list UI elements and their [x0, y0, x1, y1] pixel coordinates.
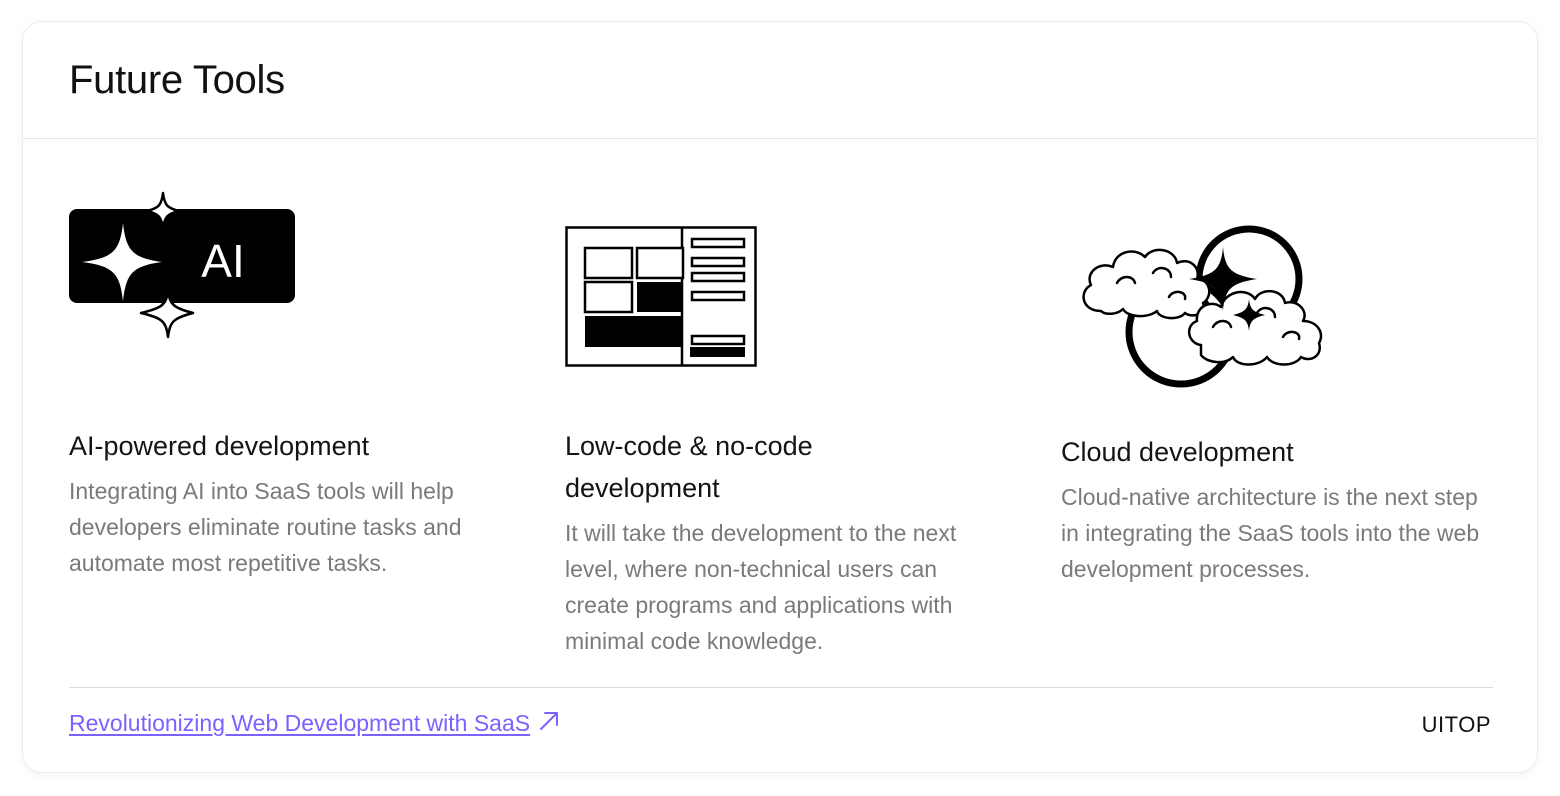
feature-cloud: Cloud development Cloud-native architect… — [1061, 187, 1501, 582]
feature-title: Cloud development — [1061, 437, 1294, 467]
feature-description: Integrating AI into SaaS tools will help… — [69, 478, 462, 576]
low-code-layout-icon — [565, 226, 757, 367]
card-title: Future Tools — [69, 58, 285, 102]
feature-description: Cloud-native architecture is the next st… — [1061, 484, 1480, 582]
card-header: Future Tools — [23, 22, 1537, 139]
feature-low-code: Low-code & no-code development It will t… — [565, 187, 1005, 654]
feature-title: AI-powered development — [69, 431, 370, 461]
footer-link-text: Revolutionizing Web Development with Saa… — [69, 710, 531, 736]
footer-divider — [69, 687, 1493, 688]
brand-logo: UITOP — [1421, 712, 1491, 737]
arrow-up-right-icon — [540, 711, 559, 730]
feature-ai-powered: AI AI-powered development Integrating AI… — [69, 187, 509, 576]
future-tools-card: Future Tools AI AI-powered development I… — [22, 21, 1538, 773]
ai-sparkles-icon: AI — [69, 191, 295, 339]
revolutionizing-web-dev-link[interactable]: Revolutionizing Web Development with Saa… — [69, 710, 560, 737]
cloud-icon — [1082, 225, 1323, 388]
feature-title: Low-code & no-code development — [565, 431, 813, 503]
ai-badge-text: AI — [201, 235, 244, 287]
feature-description: It will take the development to the next… — [565, 520, 957, 654]
